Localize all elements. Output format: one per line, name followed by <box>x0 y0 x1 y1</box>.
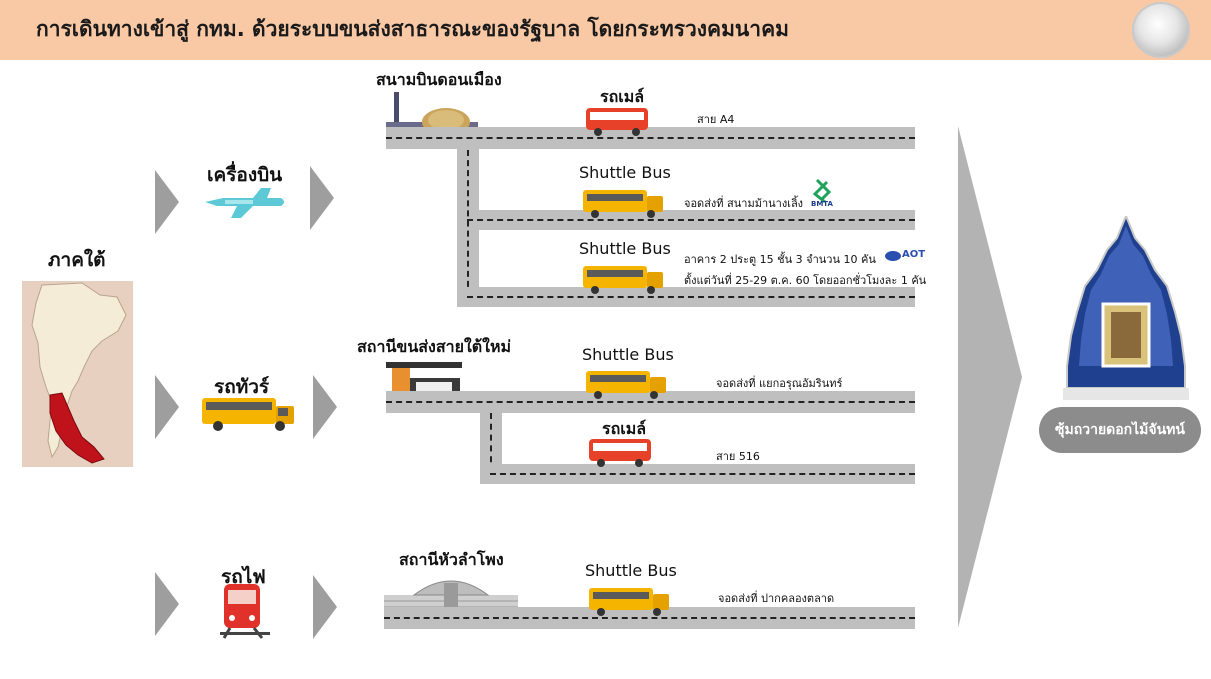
road-lane <box>467 150 469 297</box>
route-note: อาคาร 2 ประตู 15 ชั้น 3 จำนวน 10 คัน <box>684 253 876 266</box>
bmta-logo-text: BMTA <box>811 200 833 208</box>
route-vehicle-label: Shuttle Bus <box>585 561 677 580</box>
route-vehicle-label: รถเมล์ <box>600 87 645 106</box>
tour-bus-icon <box>200 396 296 436</box>
red-bus-icon <box>584 106 650 140</box>
arrow-icon <box>310 166 334 230</box>
mode-tour-bus-label: รถทัวร์ <box>214 376 270 398</box>
route-note: จอดส่งที่ ปากคลองตลาด <box>718 592 835 605</box>
big-arrow-icon <box>958 126 1022 628</box>
shuttle-bus-icon <box>581 188 665 222</box>
arrow-icon <box>313 575 337 639</box>
road-lane <box>467 296 915 298</box>
arrow-icon <box>155 572 179 636</box>
shrine-icon <box>1063 213 1189 406</box>
aot-logo: AOT <box>885 248 931 264</box>
bmta-logo: BMTA <box>811 178 835 210</box>
road-lane <box>490 473 915 475</box>
header-bar <box>0 0 1211 60</box>
region-label: ภาคใต้ <box>48 249 106 271</box>
train-icon <box>218 582 272 644</box>
royal-seal-icon <box>1132 2 1190 58</box>
road-lane <box>384 617 915 619</box>
rail-station-name: สถานีหัวลำโพง <box>399 550 504 569</box>
red-bus-icon <box>587 437 653 471</box>
road-lane <box>467 219 915 221</box>
arrow-icon <box>155 170 179 234</box>
arrow-icon <box>313 375 337 439</box>
route-note: สาย 516 <box>716 450 760 463</box>
route-vehicle-label: Shuttle Bus <box>582 345 674 364</box>
shuttle-bus-icon <box>581 264 665 298</box>
shuttle-bus-icon <box>587 586 671 620</box>
mode-train-label: รถไฟ <box>221 566 266 588</box>
bus-terminal-name: สถานีขนส่งสายใต้ใหม่ <box>357 337 512 356</box>
road-lane <box>490 413 492 473</box>
shuttle-bus-icon <box>584 369 668 403</box>
aot-logo-text: AOT <box>902 249 926 260</box>
route-note: จอดส่งที่ แยกอรุณอัมรินทร์ <box>716 377 843 390</box>
mode-plane-label: เครื่องบิน <box>207 164 283 186</box>
route-vehicle-label: Shuttle Bus <box>579 239 671 258</box>
route-vehicle-label: รถเมล์ <box>602 419 647 438</box>
road-lane <box>386 137 915 139</box>
route-vehicle-label: Shuttle Bus <box>579 163 671 182</box>
thailand-map-icon <box>22 281 133 467</box>
airport-name: สนามบินดอนเมือง <box>376 70 502 89</box>
route-note: สาย A4 <box>697 113 735 126</box>
thailand-map <box>22 281 133 467</box>
route-note-schedule: ตั้งแต่วันที่ 25-29 ต.ค. 60 โดยออกชั่วโม… <box>684 274 927 287</box>
road-lane <box>386 401 915 403</box>
page-title: การเดินทางเข้าสู่ กทม. ด้วยระบบขนส่งสาธา… <box>36 17 789 41</box>
route-note: จอดส่งที่ สนามม้านางเลิ้ง <box>684 197 804 210</box>
plane-icon <box>201 184 287 224</box>
arrow-icon <box>155 375 179 439</box>
destination-label: ซุ้มถวายดอกไม้จันทน์ <box>1039 407 1201 453</box>
